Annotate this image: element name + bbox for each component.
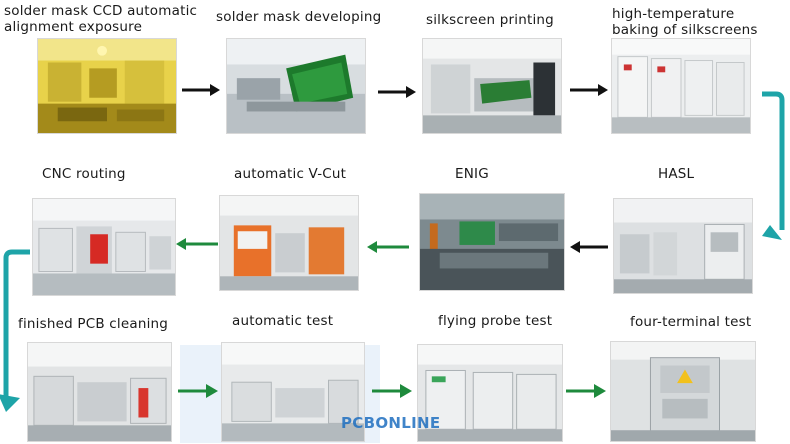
watermark-logo: PCBONLINE — [341, 414, 441, 432]
step-label-v-cut: automatic V-Cut — [234, 166, 347, 182]
photo-automatic-test — [221, 342, 365, 442]
step-label-cnc-routing: CNC routing — [42, 166, 126, 182]
photo-four-terminal — [610, 341, 756, 442]
photo-flying-probe — [417, 344, 563, 442]
photo-ccd-exposure — [37, 38, 177, 134]
step-label-pcb-cleaning: finished PCB cleaning — [18, 316, 169, 332]
arrow-right-3 — [570, 83, 608, 97]
photo-silkscreen-printing — [422, 38, 562, 134]
step-label-ccd-exposure: solder mask CCD automatic alignment expo… — [4, 3, 198, 35]
connector-left-teal — [0, 248, 32, 414]
photo-hasl — [613, 198, 753, 294]
step-label-automatic-test: automatic test — [232, 313, 334, 329]
step-label-flying-probe: flying probe test — [438, 313, 553, 329]
arrow-right-cleaning-test — [178, 384, 218, 398]
step-label-baking: high-temperature baking of silkscreens — [612, 6, 758, 38]
arrow-right-2 — [378, 85, 416, 99]
arrow-right-1 — [182, 83, 220, 97]
arrow-left-hasl-enig — [570, 240, 608, 254]
arrow-right-probe-fourterminal — [566, 384, 606, 398]
photo-cnc-routing — [32, 198, 176, 296]
step-label-hasl: HASL — [658, 166, 695, 182]
connector-right-teal — [760, 90, 790, 240]
step-label-silkscreen-printing: silkscreen printing — [426, 12, 554, 28]
photo-enig — [419, 193, 565, 291]
arrow-left-enig-vcut — [367, 240, 409, 254]
step-label-enig: ENIG — [455, 166, 489, 182]
arrow-right-test-probe — [372, 384, 412, 398]
photo-pcb-cleaning — [27, 342, 172, 442]
photo-v-cut — [219, 195, 359, 291]
step-label-developing: solder mask developing — [216, 9, 382, 25]
step-label-four-terminal: four-terminal test — [630, 314, 752, 330]
photo-developing — [226, 38, 366, 134]
arrow-left-vcut-cnc — [176, 237, 218, 251]
photo-baking — [611, 38, 751, 134]
